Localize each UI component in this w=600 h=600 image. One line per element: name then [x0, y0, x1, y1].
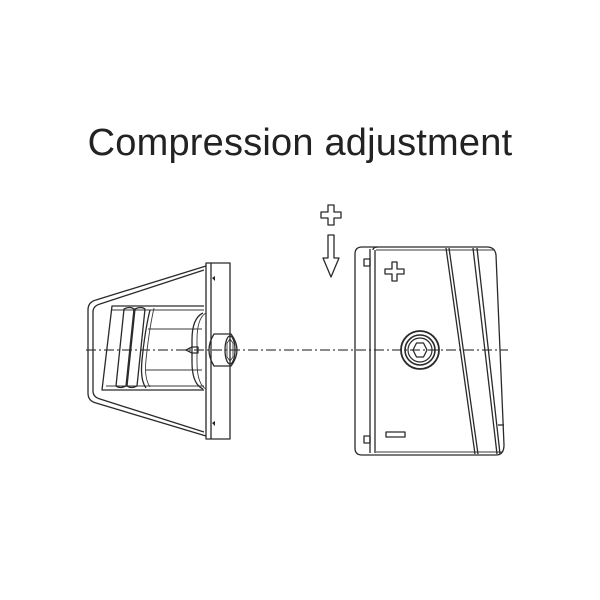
keeper [354, 246, 505, 456]
socket-screw [208, 333, 238, 367]
mounting-block [87, 262, 238, 440]
mounting-plate [205, 262, 231, 440]
hex-adjustment-screw [400, 330, 440, 370]
plus-mark-icon [384, 261, 405, 282]
pin-tip [185, 346, 199, 354]
plus-icon [320, 204, 342, 226]
diagram-title: Compression adjustment [87, 122, 513, 164]
minus-mark-icon [385, 431, 406, 438]
increase-indicator [320, 204, 342, 278]
down-arrow-icon [322, 234, 340, 278]
